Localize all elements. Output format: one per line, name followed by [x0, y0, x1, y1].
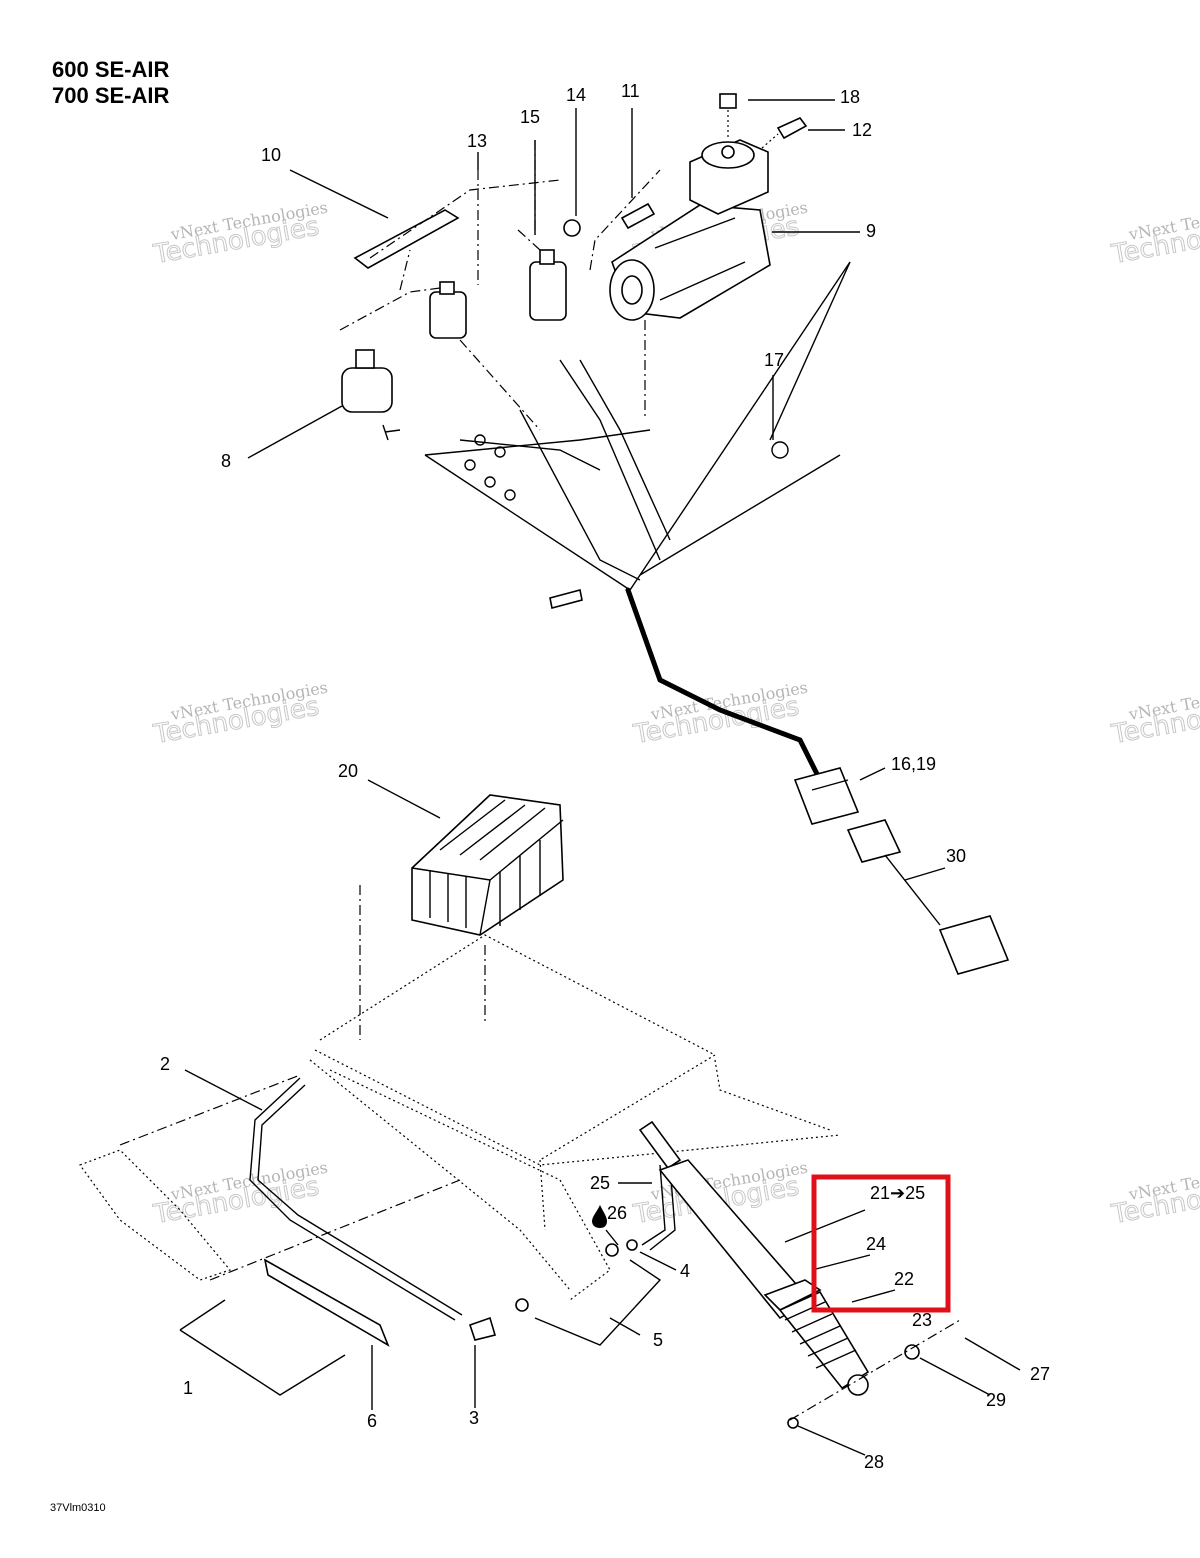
model-line-1: 600 SE-AIR [52, 57, 170, 82]
lower-hardware [179, 1239, 662, 1396]
pressure-sensors [341, 209, 581, 413]
compressor-assembly [609, 93, 808, 321]
connectors [793, 767, 1010, 975]
callout-5: 5 [653, 1330, 663, 1350]
callout-17: 17 [764, 350, 784, 370]
wiring-harness [382, 261, 851, 783]
callout-22: 22 [894, 1269, 914, 1289]
dash-lines-upper [339, 140, 661, 431]
callout-28: 28 [864, 1452, 884, 1472]
leader-lines [184, 99, 1021, 1456]
callout-27: 27 [1030, 1364, 1050, 1384]
callout-23: 23 [912, 1310, 932, 1330]
callout-13: 13 [467, 131, 487, 151]
watermark-1: vNext Technologies Technologies [150, 198, 329, 271]
callout-2: 2 [160, 1054, 170, 1074]
watermark-5: vNext Technologies Technologies [630, 678, 809, 751]
callout-16-19: 16,19 [891, 754, 936, 774]
callout-18: 18 [840, 87, 860, 107]
watermark-9: vNext Technologies Technologies [1108, 1158, 1200, 1231]
callout-1: 1 [183, 1378, 193, 1398]
callout-26: 26 [607, 1203, 627, 1223]
callout-labels: 18 12 9 11 14 15 13 10 17 8 16,19 30 20 … [160, 81, 1050, 1472]
callout-24: 24 [866, 1234, 886, 1254]
oil-drop-icon [592, 1205, 607, 1228]
watermark-4: vNext Technologies Technologies [150, 678, 329, 751]
callout-14: 14 [566, 85, 586, 105]
callout-30: 30 [946, 846, 966, 866]
tunnel-frame [79, 885, 841, 1301]
callout-12: 12 [852, 120, 872, 140]
callout-25: 25 [590, 1173, 610, 1193]
callout-15: 15 [520, 107, 540, 127]
model-title: 600 SE-AIR 700 SE-AIR [52, 57, 169, 109]
callout-10: 10 [261, 145, 281, 165]
callout-29: 29 [986, 1390, 1006, 1410]
callout-11: 11 [621, 81, 640, 101]
shock-absorber [638, 1120, 961, 1429]
control-module [411, 794, 564, 936]
watermark-6: vNext Technologies Technologies [1108, 678, 1200, 751]
model-line-2: 700 SE-AIR [52, 83, 170, 108]
watermark-3: vNext Technologies Technologies [1108, 198, 1200, 271]
air-hoses [249, 1077, 676, 1321]
callout-8: 8 [221, 451, 231, 471]
watermarks: vNext Technologies Technologies vNext Te… [150, 198, 1200, 1231]
highlight-box [811, 1174, 951, 1313]
callout-9: 9 [866, 221, 876, 241]
callout-3: 3 [469, 1408, 479, 1428]
callout-21-25: 21➔25 [870, 1183, 925, 1203]
drawing-id: 37Vlm0310 [50, 1502, 106, 1514]
callout-4: 4 [680, 1261, 690, 1281]
callout-20: 20 [338, 761, 358, 781]
callout-6: 6 [367, 1411, 377, 1431]
